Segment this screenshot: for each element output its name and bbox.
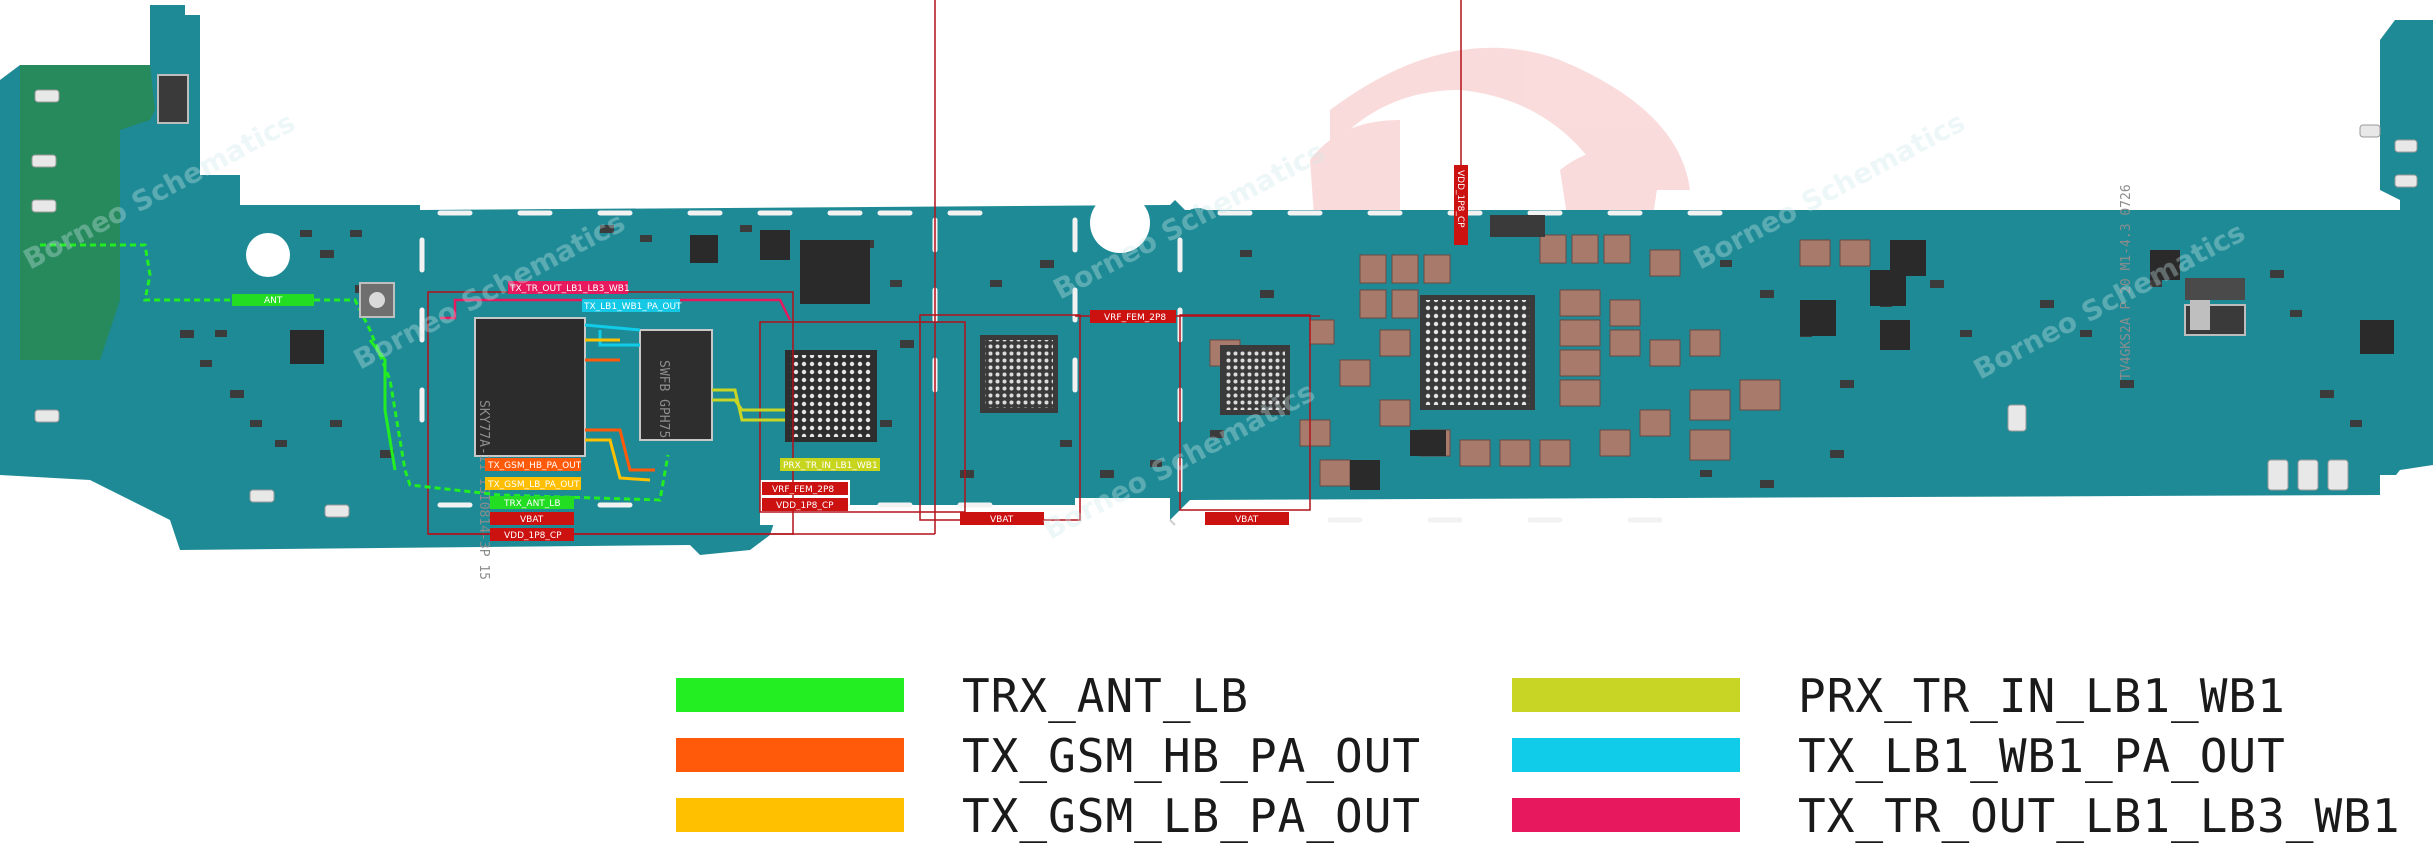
tag-trx-ant-lb: TRX_ANT_LB: [490, 496, 574, 509]
legend-swatch: [676, 678, 904, 712]
legend-label: TX_GSM_HB_PA_OUT: [962, 729, 1422, 783]
ic-transceiver: [639, 329, 713, 441]
svg-text:VDD_1P8_CP: VDD_1P8_CP: [1455, 170, 1465, 228]
tag-tx-gsm-hb: TX_GSM_HB_PA_OUT: [485, 458, 582, 471]
legend-label: TRX_ANT_LB: [962, 669, 1249, 723]
tag-ant: ANT: [232, 294, 314, 306]
pcb-outline: [0, 5, 2433, 555]
tag-vdd-1p8-vertical: VDD_1P8_CP: [1454, 165, 1468, 245]
legend-label: PRX_TR_IN_LB1_WB1: [1798, 669, 2286, 723]
ic-markings: SKY77A-11 ISI0814-3P 1529 MX SWFB GPH75 …: [476, 184, 2134, 580]
pcb-board-diagram: SKY77A-11 ISI0814-3P 1529 MX SWFB GPH75 …: [0, 0, 2433, 580]
legend-label: TX_LB1_WB1_PA_OUT: [1798, 729, 2286, 783]
net-tags: ANT TX_TR_OUT_LB1_LB3_WB1 TX_LB1_WB1_PA_…: [232, 165, 1468, 541]
tag-tx-tr-out: TX_TR_OUT_LB1_LB3_WB1: [508, 281, 630, 294]
net-color-legend: TRX_ANT_LB TX_GSM_HB_PA_OUT TX_GSM_LB_PA…: [0, 620, 2433, 846]
edge-pads: [31, 89, 2418, 518]
tx-chip-marking: SWFB GPH75: [656, 360, 671, 438]
legend-swatch: [1512, 798, 1740, 832]
net-traces: [40, 243, 792, 502]
legend-swatch: [676, 798, 904, 832]
tag-vdd-1p8-2: VDD_1P8_CP: [762, 498, 848, 511]
svg-text:TX_GSM_HB_PA_OUT: TX_GSM_HB_PA_OUT: [487, 461, 582, 471]
tag-vrf-fem-1: VRF_FEM_2P8: [762, 482, 848, 495]
legend-label: TX_TR_OUT_LB1_LB3_WB1: [1798, 789, 2401, 843]
ic-dark-block: [1490, 215, 1545, 237]
legend-swatch: [676, 738, 904, 772]
tag-vbat-2: VBAT: [960, 512, 1044, 525]
svg-text:VRF_FEM_2P8: VRF_FEM_2P8: [772, 485, 834, 495]
ic-pa-module: [474, 317, 586, 457]
ic-bga-small-1: [980, 335, 1058, 413]
ic-bga-small-2: [1220, 345, 1290, 415]
legend-swatch: [1512, 738, 1740, 772]
ic-bga-pmic: [1420, 295, 1535, 410]
svg-text:PRX_TR_IN_LB1_WB1: PRX_TR_IN_LB1_WB1: [783, 461, 878, 471]
tag-tx-lb1-wb1: TX_LB1_WB1_PA_OUT: [582, 299, 682, 312]
svg-text:TRX_ANT_LB: TRX_ANT_LB: [503, 499, 561, 509]
board-code-marking: TV4GKS2A P 20 M1-4.3 0726: [2119, 184, 2134, 380]
svg-text:VBAT: VBAT: [990, 515, 1014, 525]
tag-vbat-3: VBAT: [1205, 512, 1289, 525]
svg-text:TX_GSM_LB_PA_OUT: TX_GSM_LB_PA_OUT: [487, 480, 580, 490]
pa-chip-marking: SKY77A-11 ISI0814-3P 1529 MX: [476, 400, 491, 580]
tag-tx-gsm-lb: TX_GSM_LB_PA_OUT: [485, 477, 581, 490]
tag-vbat-1: VBAT: [490, 512, 574, 525]
svg-text:TX_TR_OUT_LB1_LB3_WB1: TX_TR_OUT_LB1_LB3_WB1: [509, 284, 630, 294]
legend-swatch: [1512, 678, 1740, 712]
legend-label: TX_GSM_LB_PA_OUT: [962, 789, 1422, 843]
svg-text:ANT: ANT: [264, 296, 283, 306]
svg-text:VBAT: VBAT: [520, 515, 544, 525]
tag-vrf-fem-2: VRF_FEM_2P8: [1090, 310, 1176, 323]
svg-text:TX_LB1_WB1_PA_OUT: TX_LB1_WB1_PA_OUT: [583, 302, 682, 312]
svg-text:VDD_1P8_CP: VDD_1P8_CP: [776, 501, 834, 511]
svg-text:VBAT: VBAT: [1235, 515, 1259, 525]
tag-prx-tr-in: PRX_TR_IN_LB1_WB1: [780, 458, 880, 471]
svg-text:VDD_1P8_CP: VDD_1P8_CP: [504, 531, 562, 541]
svg-text:VRF_FEM_2P8: VRF_FEM_2P8: [1104, 313, 1166, 323]
tag-vdd-1p8-1: VDD_1P8_CP: [490, 528, 574, 541]
ic-bga-rf: [785, 350, 877, 442]
antenna-test-point: [359, 282, 395, 318]
